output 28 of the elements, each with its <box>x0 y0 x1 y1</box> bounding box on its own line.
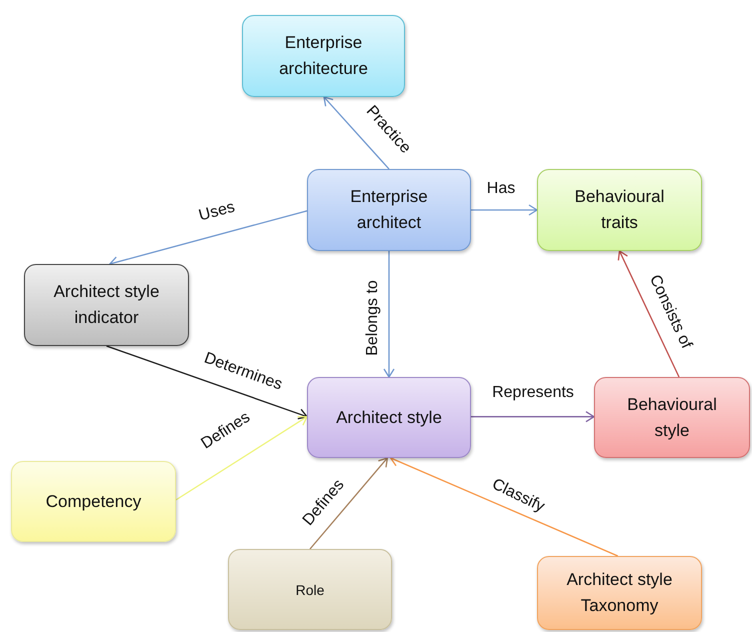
arrow <box>106 345 308 420</box>
node-text: Competency <box>46 490 142 512</box>
concept-box <box>537 556 702 630</box>
arrow <box>323 96 390 170</box>
arrow <box>471 204 538 216</box>
node-text: Enterprise architecture <box>278 32 369 80</box>
concept-box <box>228 549 392 630</box>
concept-box <box>307 169 471 251</box>
node-text: Behavioural style <box>626 394 718 442</box>
node-text: Architect style Taxonomy <box>566 569 674 617</box>
concept-box <box>242 15 405 97</box>
arrow <box>390 456 618 557</box>
edge-label: Represents <box>490 384 576 402</box>
arrow <box>383 251 395 378</box>
arrow <box>618 250 680 378</box>
arrow <box>471 411 595 422</box>
concept-box <box>307 377 471 458</box>
concept-box <box>594 377 750 458</box>
node-text: Enterprise architect <box>349 186 429 234</box>
node-text: Role <box>296 580 324 600</box>
concept-box <box>11 461 176 542</box>
node-text: Architect style indicator <box>52 281 160 329</box>
arrow <box>310 457 388 550</box>
node-text: Behavioural traits <box>574 186 666 234</box>
concept-box <box>24 264 189 346</box>
arrow <box>176 416 308 500</box>
node-text: Architect style <box>336 406 442 428</box>
concept-box <box>537 169 702 251</box>
